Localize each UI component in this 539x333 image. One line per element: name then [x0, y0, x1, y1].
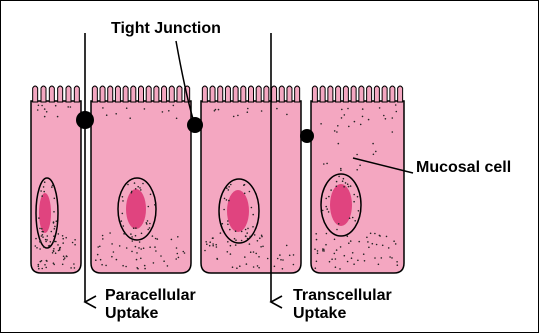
microvillus	[312, 86, 317, 102]
microvillus	[210, 86, 215, 102]
transcellular-uptake-label: Transcellular Uptake	[293, 287, 392, 324]
microvillus	[139, 86, 144, 102]
tight-junction-label: Tight Junction	[111, 20, 221, 38]
cell-3-nucleus	[227, 190, 249, 232]
microvillus	[295, 86, 300, 102]
tight-junction-3	[300, 129, 314, 143]
microvillus	[382, 86, 387, 102]
cell-2	[91, 101, 191, 273]
microvillus	[100, 86, 105, 102]
cell-4	[311, 101, 404, 273]
microvillus	[66, 86, 71, 102]
microvillus	[123, 86, 128, 102]
transcellular-label-line1: Transcellular	[293, 287, 392, 305]
cell-1-nucleus	[39, 193, 51, 233]
microvillus	[249, 86, 254, 102]
microvillus	[256, 86, 261, 102]
microvillus	[241, 86, 246, 102]
cell-2-nucleus	[126, 189, 146, 229]
microvillus	[343, 86, 348, 102]
microvillus	[49, 86, 54, 102]
mucosal-cell-label: Mucosal cell	[416, 159, 511, 177]
microvillus	[177, 86, 182, 102]
paracellular-label-line2: Uptake	[105, 305, 196, 323]
microvillus	[225, 86, 230, 102]
microvillus	[374, 86, 379, 102]
microvillus	[169, 86, 174, 102]
microvillus	[146, 86, 151, 102]
microvillus	[272, 86, 277, 102]
microvillus	[154, 86, 159, 102]
microvillus	[41, 86, 46, 102]
microvillus	[162, 86, 167, 102]
microvillus	[320, 86, 325, 102]
microvillus	[351, 86, 356, 102]
microvillus	[218, 86, 223, 102]
microvillus	[74, 86, 79, 102]
microvillus	[58, 86, 63, 102]
microvillus	[359, 86, 364, 102]
paracellular-label-line1: Paracellular	[105, 287, 196, 305]
paracellular-uptake-label: Paracellular Uptake	[105, 287, 196, 324]
cell-1-body	[31, 101, 81, 273]
microvillus	[131, 86, 136, 102]
cell-1	[31, 101, 81, 273]
microvillus	[328, 86, 333, 102]
tight-junction-2	[187, 117, 203, 133]
microvillus	[398, 86, 403, 102]
microvillus	[264, 86, 269, 102]
microvillus	[115, 86, 120, 102]
transcellular-label-line2: Uptake	[293, 305, 392, 323]
microvillus	[233, 86, 238, 102]
microvillus	[92, 86, 97, 102]
microvillus	[202, 86, 207, 102]
microvillus	[279, 86, 284, 102]
microvillus	[33, 86, 38, 102]
microvillus	[367, 86, 372, 102]
microvilli-layer	[33, 86, 403, 102]
microvillus	[287, 86, 292, 102]
microvillus	[390, 86, 395, 102]
cell-4-nucleus	[330, 184, 352, 226]
microvillus	[108, 86, 113, 102]
microvillus	[336, 86, 341, 102]
